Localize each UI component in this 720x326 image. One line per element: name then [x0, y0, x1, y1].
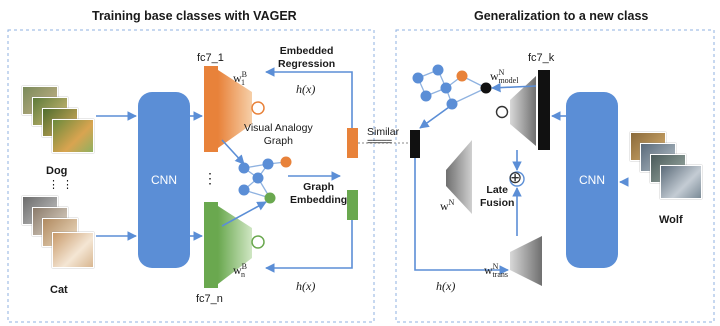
w1-base-label: wB1	[233, 70, 248, 88]
fc7-n-bar	[204, 202, 218, 288]
graph-to-embedding-arrow	[419, 101, 457, 129]
w-n-trapezoid	[446, 140, 472, 214]
embedding-to-trans-arrow	[414, 158, 509, 275]
right-cnn-label: CNN	[579, 173, 605, 187]
new-class-graph-node	[412, 72, 424, 84]
new-class-graph-edge	[451, 87, 487, 105]
wolf-photo-4	[660, 165, 702, 199]
w1-classifier-trapezoid	[218, 70, 252, 148]
w-model-label: wNmodel	[490, 68, 519, 86]
cat-photo-4	[52, 232, 94, 268]
bottom-regression-arrow	[265, 220, 353, 273]
right-panel-title: Generalization to a new class	[474, 9, 649, 23]
fc7-1-bar	[204, 66, 218, 152]
left-cnn-block: CNN	[138, 92, 190, 268]
late-fusion-label: Late Fusion	[480, 184, 515, 209]
new-class-graph-node	[432, 64, 444, 76]
fc7-1-label: fc7_1	[197, 52, 224, 64]
w-n-label: wN	[440, 198, 455, 213]
graph-node	[262, 158, 274, 170]
fusion-node	[509, 171, 525, 187]
class-ellipsis: ⋮ ⋮	[48, 179, 74, 191]
graph-node	[238, 162, 250, 174]
right-panel-border	[395, 29, 715, 323]
visual-analogy-graph-label: Visual Analogy Graph	[244, 122, 313, 147]
hx-bottom-label: h(x)	[296, 279, 316, 293]
graph-node	[280, 156, 292, 168]
w-trans-label: wNtrans	[484, 262, 509, 280]
graph-node	[238, 184, 250, 196]
new-class-graph-node	[440, 82, 452, 94]
w-model-trapezoid	[510, 76, 536, 146]
similar-label: Similar	[367, 126, 400, 138]
orange-embedding-bar	[347, 128, 358, 158]
graph-node	[264, 192, 276, 204]
similar-equals: =====	[367, 137, 392, 148]
new-class-graph-node	[456, 70, 468, 82]
cat-label: Cat	[50, 284, 68, 296]
new-class-graph-node	[420, 90, 432, 102]
graph-node	[252, 172, 264, 184]
dog-label: Dog	[46, 165, 68, 177]
left-panel-border	[7, 29, 375, 323]
fc7-k-bar	[538, 70, 550, 150]
fc7-n-to-graph-arrow	[221, 201, 267, 227]
fc-ellipsis: ⋮	[203, 170, 217, 186]
fc7-k-label: fc7_k	[528, 52, 555, 64]
w1-output-node	[251, 101, 265, 115]
fc7-k-to-graph-arrow	[491, 82, 537, 93]
wn-base-label: wBn	[233, 262, 248, 280]
hx-top-label: h(x)	[296, 82, 316, 96]
new-class-graph-node	[480, 82, 492, 94]
wn-classifier-trapezoid	[218, 206, 252, 284]
green-embedding-bar	[347, 190, 358, 220]
fc7-n-label: fc7_n	[196, 293, 223, 305]
wolf-label: Wolf	[659, 214, 683, 226]
graph-embedding-label: Graph Embedding	[290, 181, 348, 206]
w-trans-trapezoid	[510, 236, 542, 286]
fusion-plus-icon: ⊕	[508, 168, 523, 187]
hx-right-label: h(x)	[436, 279, 456, 293]
right-cnn-block: CNN	[566, 92, 618, 268]
dog-photo-4	[52, 119, 94, 153]
embedded-regression-label: Embedded Regression	[278, 45, 336, 70]
embedded-regression-arrow	[265, 67, 353, 128]
new-class-embedding-bar	[410, 130, 420, 158]
left-cnn-label: CNN	[151, 173, 177, 187]
w-model-output-node	[495, 105, 509, 119]
fc7-1-to-graph-arrow	[221, 139, 245, 165]
left-panel-title: Training base classes with VAGER	[92, 9, 297, 23]
wn-output-node	[251, 235, 265, 249]
